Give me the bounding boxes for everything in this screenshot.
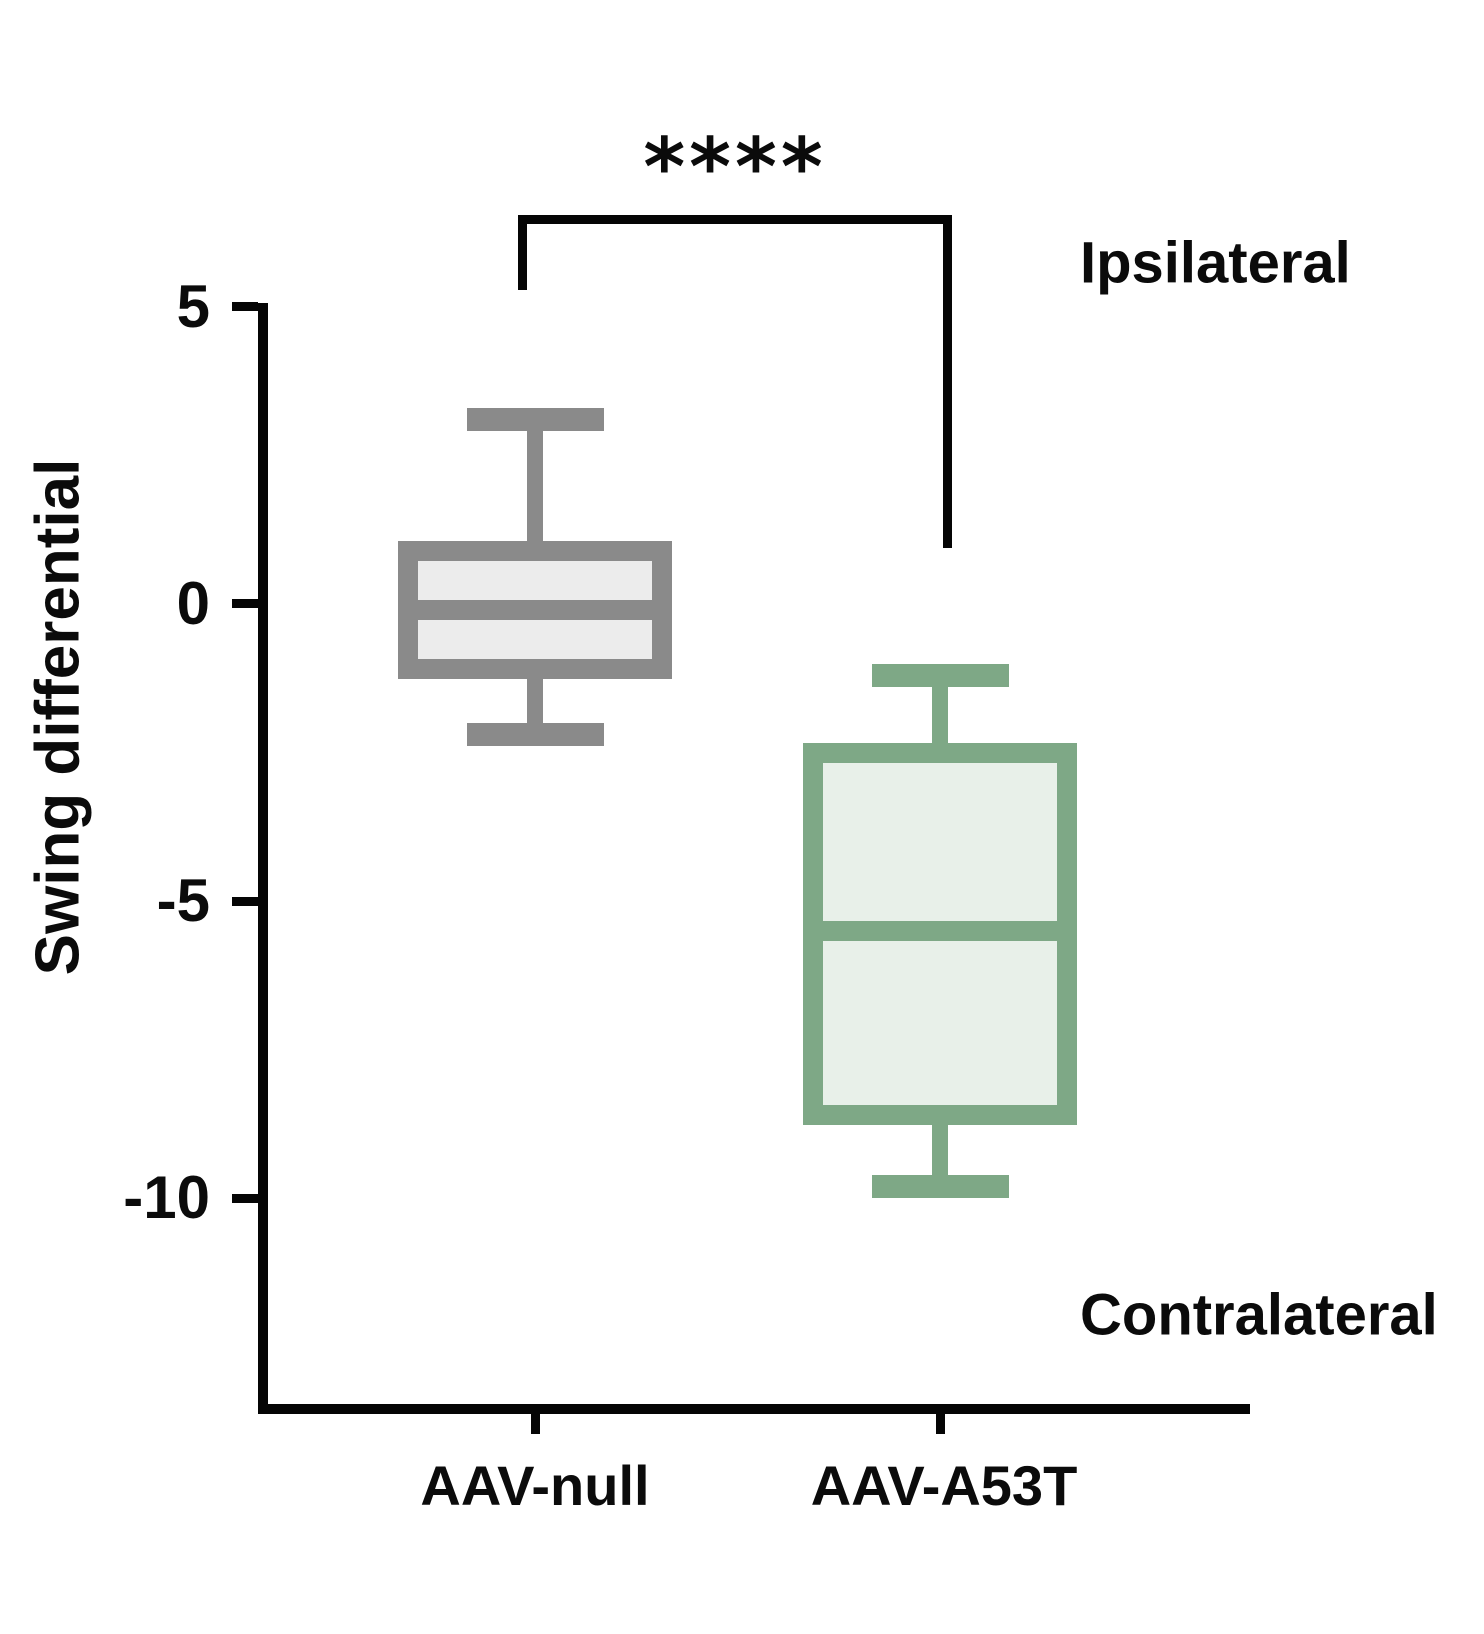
y-tick-label-neg5: -5 xyxy=(156,867,210,934)
x-axis-line xyxy=(258,1404,1250,1414)
median-line-aav-null xyxy=(418,599,652,620)
y-tick-mark-neg5 xyxy=(232,897,258,906)
x-tick-mark-aav-null xyxy=(531,1414,540,1434)
whisker-cap-bottom-aav-a53t xyxy=(871,1175,1009,1199)
y-tick-label-0: 0 xyxy=(176,570,210,637)
category-label-aav-null: AAV-null xyxy=(420,1454,650,1517)
significance-asterisks: **** xyxy=(643,121,827,214)
median-line-aav-a53t xyxy=(823,921,1057,941)
y-axis-line xyxy=(258,303,268,1414)
y-tick-mark-neg10 xyxy=(232,1194,258,1203)
category-label-aav-a53t: AAV-A53T xyxy=(810,1454,1078,1517)
annotation-ipsilateral: Ipsilateral xyxy=(1080,230,1351,296)
y-tick-label-5: 5 xyxy=(176,273,210,340)
whisker-line-top-aav-null xyxy=(527,419,543,543)
significance-bracket-top xyxy=(518,215,952,224)
whisker-line-bottom-aav-a53t xyxy=(932,1123,948,1187)
whisker-line-bottom-aav-null xyxy=(527,677,543,735)
y-tick-mark-5 xyxy=(232,302,258,311)
whisker-cap-bottom-aav-null xyxy=(466,723,604,747)
y-tick-label-neg10: -10 xyxy=(123,1164,210,1231)
whisker-line-top-aav-a53t xyxy=(932,675,948,745)
y-tick-mark-0 xyxy=(232,599,258,608)
annotation-contralateral: Contralateral xyxy=(1080,1282,1438,1348)
significance-bracket-right-leg xyxy=(943,215,952,548)
significance-bracket-left-leg xyxy=(518,215,527,290)
x-tick-mark-aav-a53t xyxy=(936,1414,945,1434)
